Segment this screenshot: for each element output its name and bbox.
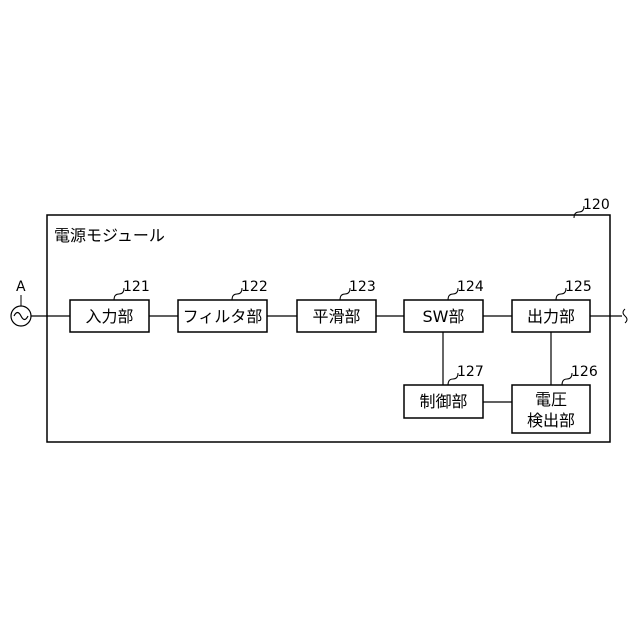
block-output-label: 出力部 bbox=[527, 307, 575, 326]
break-mark bbox=[623, 309, 627, 323]
block-voltage-detect-label-2: 検出部 bbox=[527, 411, 575, 430]
ref-124: 124 bbox=[457, 279, 484, 295]
ref-121: 121 bbox=[123, 279, 150, 295]
block-voltage-detect-label-1: 電圧 bbox=[535, 390, 567, 409]
module-ref: 120 bbox=[583, 197, 610, 213]
ref-125: 125 bbox=[565, 279, 592, 295]
ac-wave bbox=[14, 313, 28, 320]
source-label: A bbox=[16, 279, 26, 295]
ref-126: 126 bbox=[571, 364, 598, 380]
ref-123: 123 bbox=[349, 279, 376, 295]
block-filter-label: フィルタ部 bbox=[183, 307, 263, 326]
block-control-label: 制御部 bbox=[419, 392, 467, 411]
block-input-label: 入力部 bbox=[85, 307, 133, 326]
module-title: 電源モジュール bbox=[54, 226, 165, 245]
ref-127: 127 bbox=[457, 364, 484, 380]
block-smoothing-label: 平滑部 bbox=[312, 307, 360, 326]
ref-122: 122 bbox=[241, 279, 268, 295]
block-sw-label: SW部 bbox=[423, 307, 465, 326]
